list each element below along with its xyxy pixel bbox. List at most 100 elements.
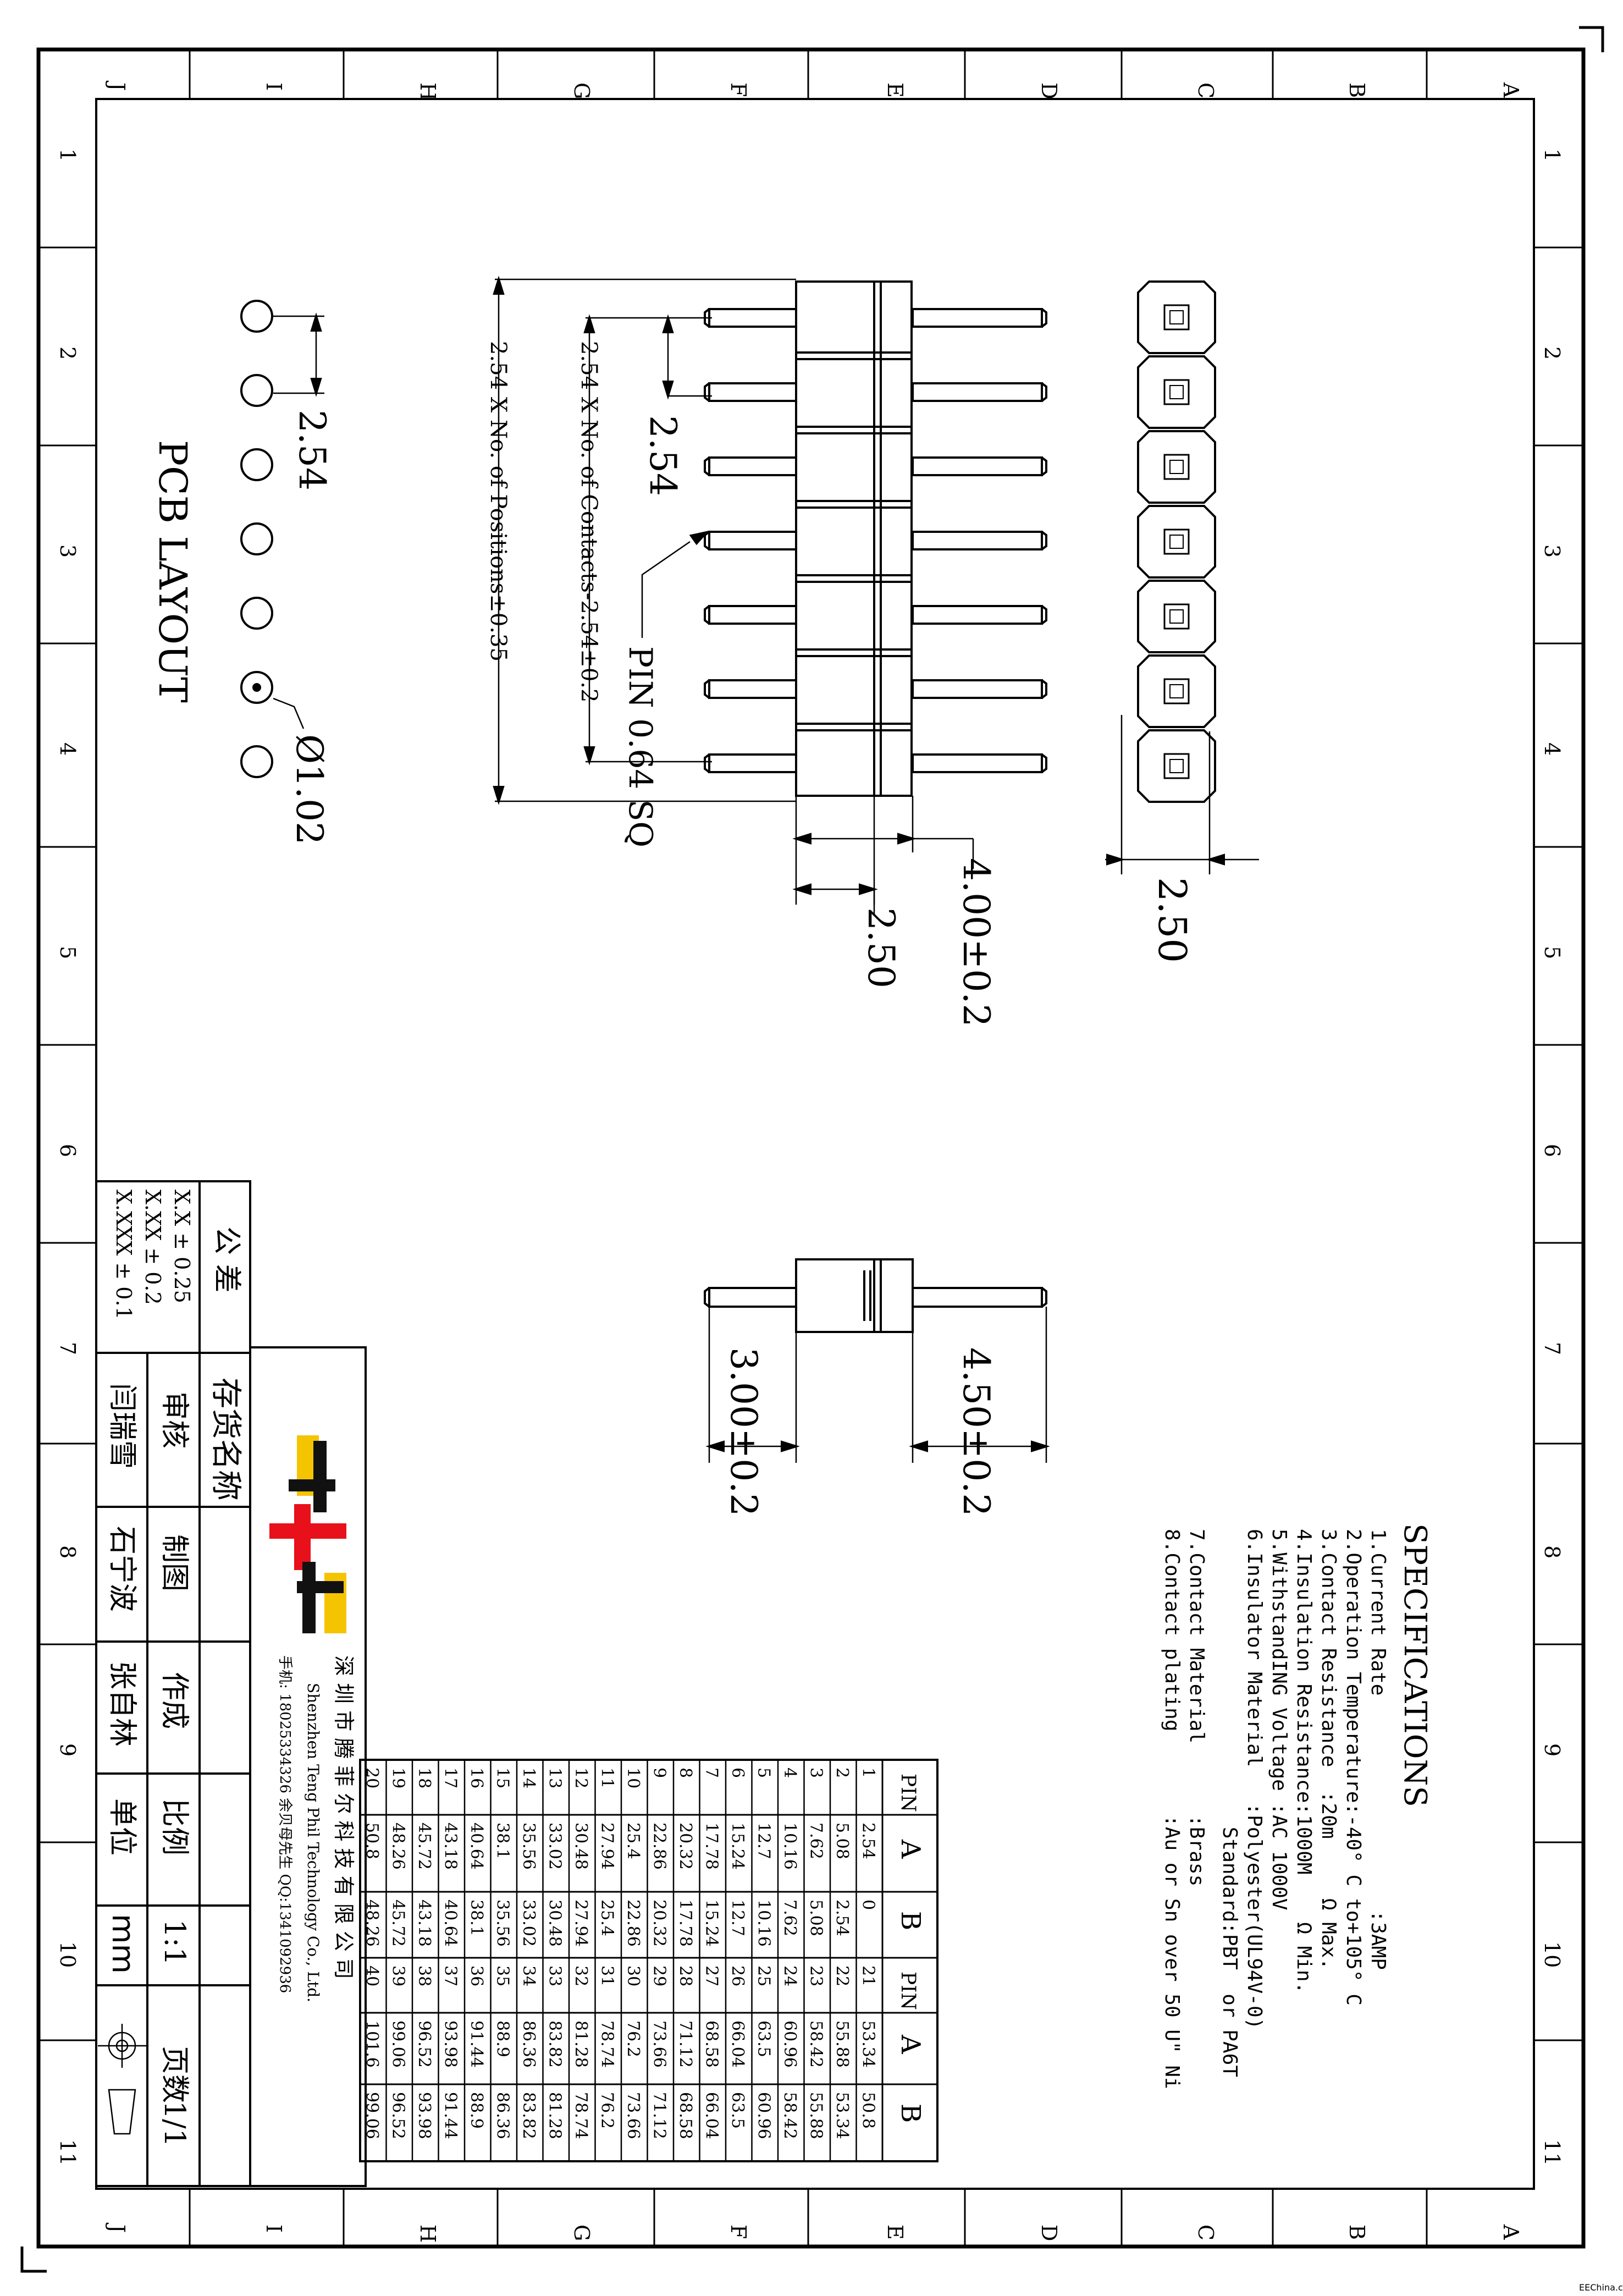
pin-table-cell: 71.12 [676, 2020, 695, 2068]
watermark: EEChina.com [1579, 2282, 1623, 2293]
pin-table-cell: 43.18 [415, 1899, 434, 1947]
pin-table-cell: 76.2 [623, 2020, 643, 2057]
zone-letter-bottom: J [105, 2222, 129, 2233]
zone-letter-bottom: D [1037, 2225, 1061, 2241]
zone-number-right: 1 [1540, 148, 1564, 162]
zone-number-left: 9 [56, 1743, 80, 1757]
pin-tip-upper [1041, 605, 1047, 625]
company-name-cn: 深 圳 市 腾 菲 尔 科 技 有 限 公 司 [332, 1655, 356, 1979]
pin-table-cell: 78.74 [571, 2092, 590, 2139]
spec-line: Standard:PBT or PA6T [1218, 1529, 1241, 2077]
pin-square-inner [1169, 310, 1184, 324]
pcb-pitch-label: 2.54 [291, 410, 333, 491]
pin-table-cell: 86.36 [519, 2020, 538, 2068]
pin-table-header: B [895, 1911, 926, 1930]
tolerance-3: X.XXX ± 0.1 [112, 1190, 136, 1320]
pin-table-cell: 48.26 [389, 1823, 408, 1870]
pin-table-cell: 81.28 [545, 2092, 565, 2139]
pin-upper [912, 605, 1043, 625]
pin-lower [708, 605, 797, 625]
review-label: 审核 [158, 1391, 191, 1449]
pin-table-header: B [895, 2104, 926, 2123]
spec-line: 2.Operation Temperature:-40° C to+105° C [1342, 1529, 1365, 2006]
pin-table-cell: 17 [441, 1768, 460, 1788]
pin-tip-lower [704, 456, 710, 476]
pcb-hole [240, 671, 273, 704]
zone-letter-top: C [1194, 82, 1218, 98]
spec-line: 5.WithstandING Voltage :AC 1000V [1268, 1529, 1290, 1910]
zone-number-left: 2 [56, 346, 80, 360]
lower-length-label: 3.00±0.2 [722, 1347, 765, 1516]
pin-table-cell: 33 [545, 1965, 565, 1986]
scale-value: 1:1 [158, 1919, 191, 1965]
pin-table-cell: 25.4 [623, 1823, 643, 1859]
made-label: 作成 [158, 1672, 191, 1729]
zone-letter-bottom: E [883, 2225, 907, 2240]
zone-letter-top: H [416, 82, 440, 101]
pin-square [1163, 304, 1190, 331]
pin-table-cell: 66.04 [728, 2020, 747, 2068]
pin-table-cell: 88.9 [467, 2092, 486, 2129]
pin-lower [708, 531, 797, 550]
pin-table-cell: 25 [754, 1965, 774, 1986]
pin-square-inner [1169, 609, 1184, 624]
pin-table-cell: 12.7 [728, 1899, 747, 1936]
pin-tip-lower [704, 382, 710, 402]
zone-number-left: 8 [56, 1545, 80, 1559]
pin-table-cell: 96.52 [415, 2020, 434, 2068]
pin-table-cell: 13 [545, 1768, 565, 1788]
pin-table-cell: 24 [780, 1965, 799, 1986]
pin-table-cell: 16 [467, 1768, 486, 1788]
pin-table-cell: 10.16 [780, 1823, 799, 1870]
zone-letter-top: E [883, 82, 907, 98]
pin-tip-lower [704, 531, 710, 550]
pin-table-cell: 40.64 [441, 1899, 460, 1947]
pin-tip-lower [704, 679, 710, 699]
pcb-hole [240, 374, 273, 407]
pin-table-cell: 63.5 [728, 2092, 747, 2129]
pin-table-cell: 39 [389, 1965, 408, 1986]
pin-table-cell: 78.74 [598, 2020, 617, 2068]
pin-tip-upper [1041, 679, 1047, 699]
pin-square [1163, 678, 1190, 704]
housing-cell [1137, 430, 1216, 504]
pin-table-header: PIN [897, 1972, 919, 2010]
zone-number-right: 8 [1540, 1545, 1564, 1559]
pin-square [1163, 528, 1190, 555]
base-height-label: 2.50 [860, 907, 902, 988]
housing-cell [1137, 729, 1216, 803]
drawn-label: 制图 [158, 1534, 191, 1592]
pin-table-cell: 38.1 [467, 1899, 486, 1936]
unit-label: 单位 [106, 1798, 139, 1855]
housing-cell [1137, 505, 1216, 579]
pin-table-cell: 83.82 [545, 2020, 565, 2068]
pin-size-label: PIN 0.64 SQ [622, 646, 659, 847]
pin-table-cell: 35.56 [519, 1823, 538, 1870]
pin-table-cell: 27 [702, 1965, 721, 1986]
pin-table-cell: 55.88 [832, 2020, 852, 2068]
pin-table-cell: 2 [832, 1768, 852, 1778]
pcb-hole [240, 522, 273, 555]
pcb-hole [240, 745, 273, 778]
pin-table-cell: 33.02 [519, 1899, 538, 1947]
pin-table-cell: 2.54 [832, 1899, 852, 1936]
pin-table-cell: 20.32 [650, 1899, 669, 1947]
zone-number-right: 2 [1540, 346, 1564, 360]
pin-table-cell: 36 [467, 1965, 486, 1986]
pin-square [1163, 603, 1190, 630]
pin-table-cell: 25.4 [598, 1899, 617, 1936]
pin-table-cell: 35 [493, 1965, 512, 1986]
pin-table-cell: 58.42 [780, 2092, 799, 2139]
projection-symbol-icon [98, 2024, 146, 2135]
zone-number-left: 7 [56, 1342, 80, 1355]
pin-upper [912, 679, 1043, 699]
pin-table-cell: 27.94 [598, 1823, 617, 1870]
spec-title: SPECIFICATIONS [1397, 1523, 1433, 1807]
zone-letter-bottom: I [262, 2225, 286, 2233]
pin-table: PINABPINAB12.5402153.3450.825.082.542255… [359, 1759, 939, 2162]
pcb-layout-title: PCB LAYOUT [150, 440, 195, 703]
pin-table-cell: 6 [728, 1768, 747, 1778]
pin-tip-upper [1041, 382, 1047, 402]
pin-lower [708, 456, 797, 476]
